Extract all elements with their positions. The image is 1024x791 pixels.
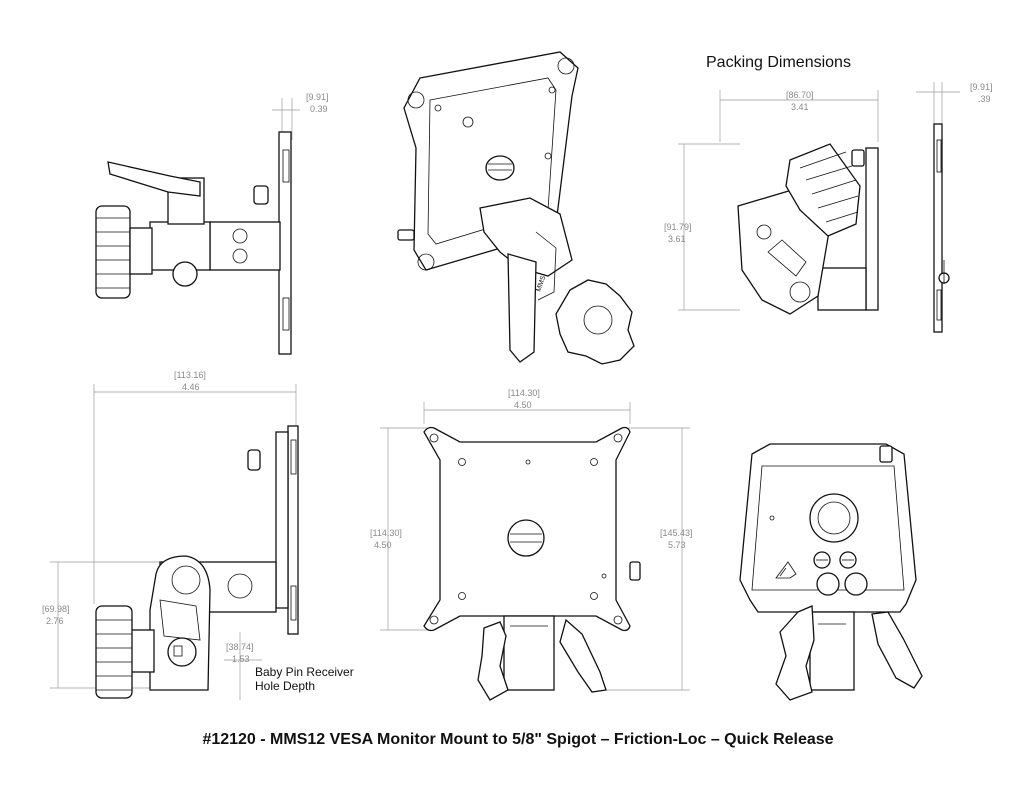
dim-pack-width-in: 3.41	[791, 102, 809, 112]
dim-front-width-mm: [114.30]	[508, 388, 540, 398]
hole-depth-label: Hole Depth	[255, 679, 315, 693]
front-view: [114.30] 4.50 [114.30] 4.50 [145.43] 5.7…	[370, 388, 693, 701]
dim-side-width-in: 4.46	[182, 382, 200, 392]
dim-pack-depth-in: .39	[978, 94, 991, 104]
dim-side-top-mm: [9.91]	[306, 92, 329, 102]
dim-pack-height-in: 3.61	[668, 234, 686, 244]
side-elevation-view: [113.16] 4.46 [69.98] 2.76 [38.74] 1.53 …	[42, 370, 354, 700]
dim-pack-depth-mm: [9.91]	[970, 82, 993, 92]
dim-front-width-in: 4.50	[514, 400, 532, 410]
dim-side-height-mm: [69.98]	[42, 604, 70, 614]
dim-pin-depth-mm: [38.74]	[226, 642, 254, 652]
side-view-top-left: [9.91] 0.39	[95, 92, 329, 355]
dim-front-height-in: 4.50	[374, 540, 392, 550]
packing-dimensions: Packing Dimensions [86.70] 3.41 [9.91] .…	[664, 54, 993, 333]
back-view	[739, 443, 923, 701]
dim-front-total-in: 5.73	[668, 540, 686, 550]
baby-pin-receiver-label: Baby Pin Receiver	[255, 665, 354, 679]
dim-pin-depth-in: 1.53	[232, 654, 250, 664]
dim-side-width-mm: [113.16]	[174, 370, 206, 380]
packing-dimensions-label: Packing Dimensions	[706, 54, 851, 71]
dim-front-height-mm: [114.30]	[370, 528, 402, 538]
drawing-title: #12120 - MMS12 VESA Monitor Mount to 5/8…	[202, 731, 833, 748]
dim-pack-width-mm: [86.70]	[786, 90, 814, 100]
iso-logo-mark: MMS	[535, 275, 547, 293]
isometric-view: MMS	[397, 51, 635, 365]
dim-side-top-in: 0.39	[310, 104, 328, 114]
dim-front-total-mm: [145.43]	[660, 528, 693, 538]
dim-pack-height-mm: [91.79]	[664, 222, 692, 232]
dim-side-height-in: 2.76	[46, 616, 64, 626]
